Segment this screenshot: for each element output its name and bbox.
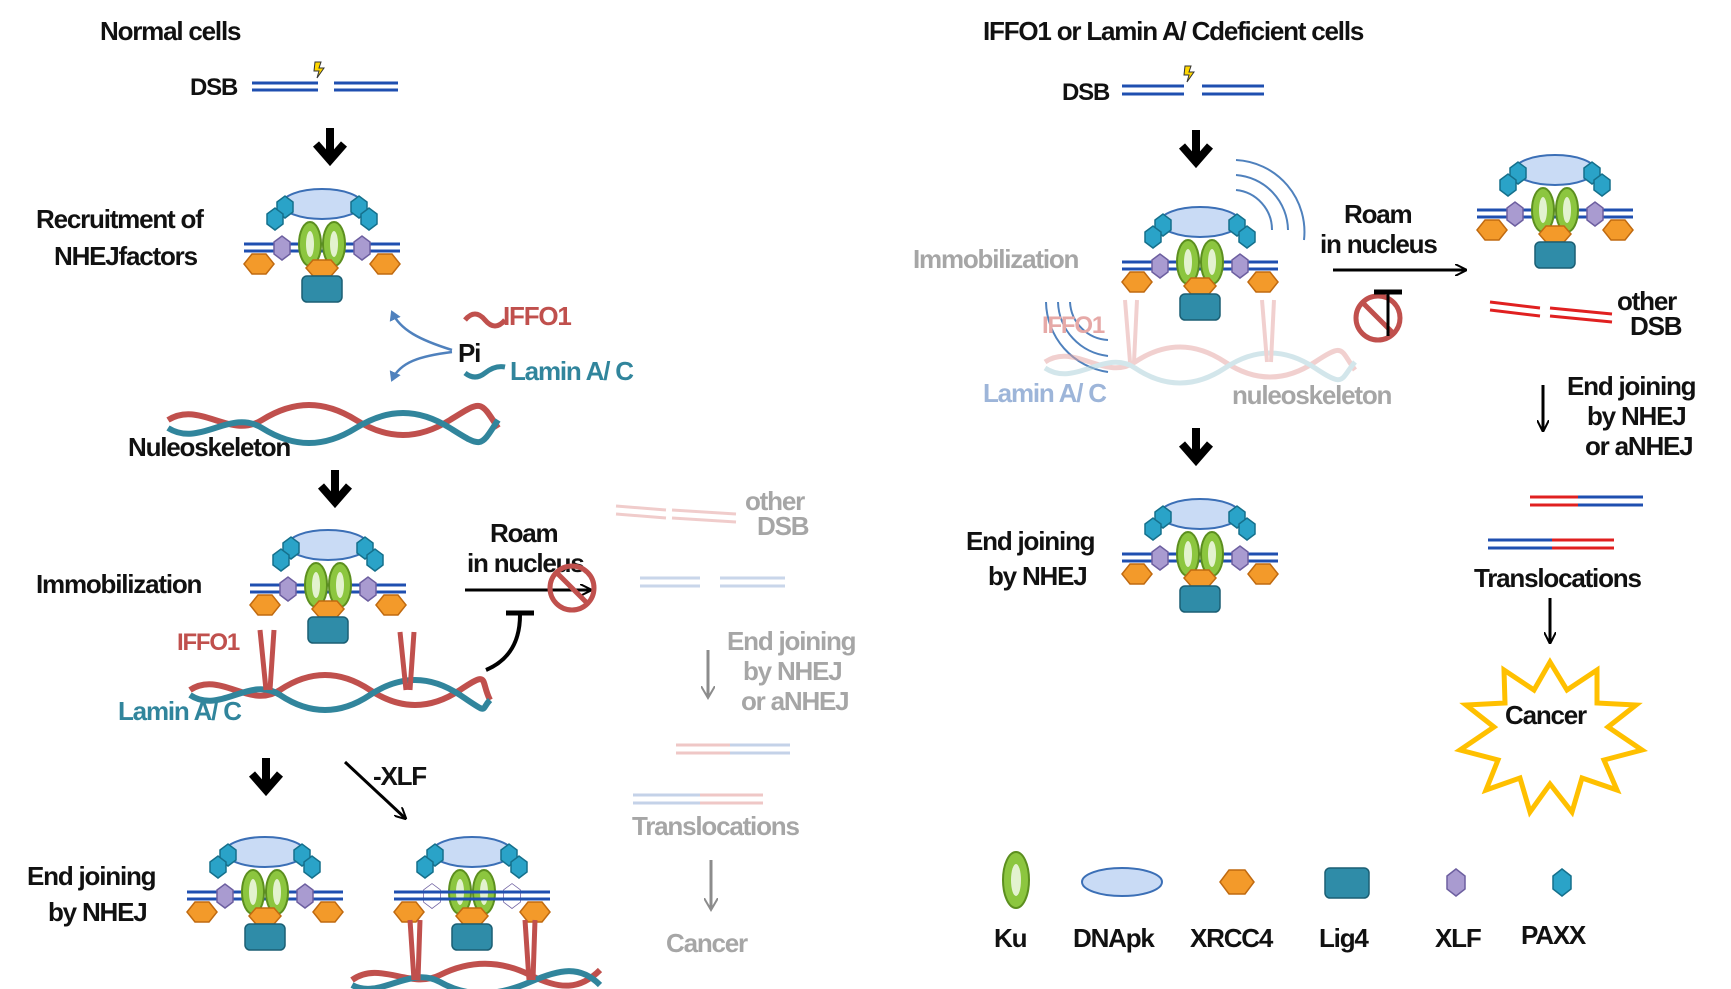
nhej-complex [242,187,402,304]
right-alt-end-joining-1: End joining [1567,371,1696,401]
left-dsb-label: DSB [190,74,238,101]
other-dsb-dna [1489,300,1613,324]
minus-xlf-label: -XLF [373,761,426,791]
right-roam-label-2: in nucleus [1320,229,1437,259]
pi-arrow-down [389,350,453,382]
legend-label: XRCC4 [1190,923,1274,953]
right-end-joining-2: by NHEJ [988,561,1087,591]
translocation-dna [1488,495,1643,550]
down-arrow-icon [1182,428,1210,460]
nhej-complex-right-joined [1120,497,1280,614]
right-other-dsb-2: DSB [1630,311,1682,341]
faded-filaments [1043,299,1358,386]
right-end-joining-1: End joining [966,526,1095,556]
right-nucleoskeleton-label: nuleoskeleton [1232,380,1392,410]
alt-end-joining-1: End joining [727,626,856,656]
immobilized-filaments [188,629,493,713]
right-alt-end-joining-2: by NHEJ [1587,401,1686,431]
roam-label-2: in nucleus [467,548,584,578]
nucleoskeleton-filaments [166,402,501,446]
left-title: Normal cells [100,16,241,46]
nhej-complex-immobilized [248,528,408,645]
right-iffo1-label: IFFO1 [1042,312,1105,339]
lamin-label: Lamin A/ C [510,356,634,386]
alt-end-joining-2: by NHEJ [743,656,842,686]
iffo1-label: IFFO1 [503,301,571,331]
right-translocations-label: Translocations [1474,563,1641,593]
left-panel: Normal cells DSB Recruitment of NHEJfact… [27,16,857,989]
nhej-complex-mobile [1120,205,1280,322]
right-other-dsb-1: other [1617,286,1677,316]
roam-label-1: Roam [490,518,558,548]
lamin-fragment [463,364,506,380]
pi-arrow-up [389,310,453,352]
cancer-label-faded: Cancer [666,928,748,958]
down-arrow-icon [321,470,349,502]
nhej-complex-no-xlf [350,835,603,989]
down-arrow-icon [316,128,344,160]
xrcc4-icon [1219,869,1255,895]
other-dsb-label-2: DSB [757,511,809,541]
right-cancer-label: Cancer [1505,700,1587,730]
motion-arcs [1045,159,1306,373]
immobilization-label: Immobilization [36,569,202,599]
down-arrow-icon [252,758,280,790]
lightning-icon [313,61,325,79]
right-panel: IFFO1 or Lamin A/ Cdeficient cells DSB I… [913,16,1697,953]
right-alt-end-joining-3: or aNHEJ [1585,431,1692,461]
other-dsb-label-1: other [745,486,805,516]
right-immobilization-label: Immobilization [913,244,1079,274]
legend-label: Ku [994,923,1027,953]
nucleoskeleton-label: Nuleoskeleton [128,432,290,462]
paxx-icon [1552,868,1572,897]
iffo1-label-b: IFFO1 [177,629,240,656]
inhibition-line [485,614,522,672]
alt-end-joining-3: or aNHEJ [741,686,848,716]
ku-icon [1002,851,1030,909]
cancer-burst-icon [1454,657,1648,818]
legend: Ku DNApk XRCC4 Lig4 XLF PAXX [994,851,1588,953]
end-joining-label-2: by NHEJ [48,897,147,927]
lamin-label-b: Lamin A/ C [118,696,242,726]
right-lamin-label: Lamin A/ C [983,378,1107,408]
lightning-icon [1183,65,1195,83]
end-joining-label-1: End joining [27,861,156,891]
recruitment-label-1: Recruitment of [36,204,204,234]
legend-label: PAXX [1521,920,1587,950]
faded-other-dsb [615,504,785,588]
nhej-complex-joined [185,835,345,952]
legend-label: Lig4 [1319,923,1369,953]
dnapk-icon [1081,867,1163,897]
right-dsb-dna [1122,84,1264,96]
pi-label: Pi [458,338,480,368]
minus-xlf-arrow [343,760,405,818]
right-roam-label-1: Roam [1344,199,1412,229]
iffo1-fragment [463,311,507,329]
xlf-icon [1446,868,1466,897]
translocations-label-faded: Translocations [632,811,799,841]
lig4-icon [1324,867,1370,899]
down-arrow-icon [1182,130,1210,162]
legend-label: XLF [1435,923,1481,953]
prohibited-icon [1356,296,1400,340]
left-dsb-dna [252,81,398,92]
right-dsb-label: DSB [1062,79,1110,106]
legend-label: DNApk [1073,923,1155,953]
faded-translocation-dna [633,743,790,805]
nhej-complex-roaming [1475,153,1635,270]
right-title: IFFO1 or Lamin A/ Cdeficient cells [983,16,1364,46]
recruitment-label-2: NHEJfactors [54,241,198,271]
